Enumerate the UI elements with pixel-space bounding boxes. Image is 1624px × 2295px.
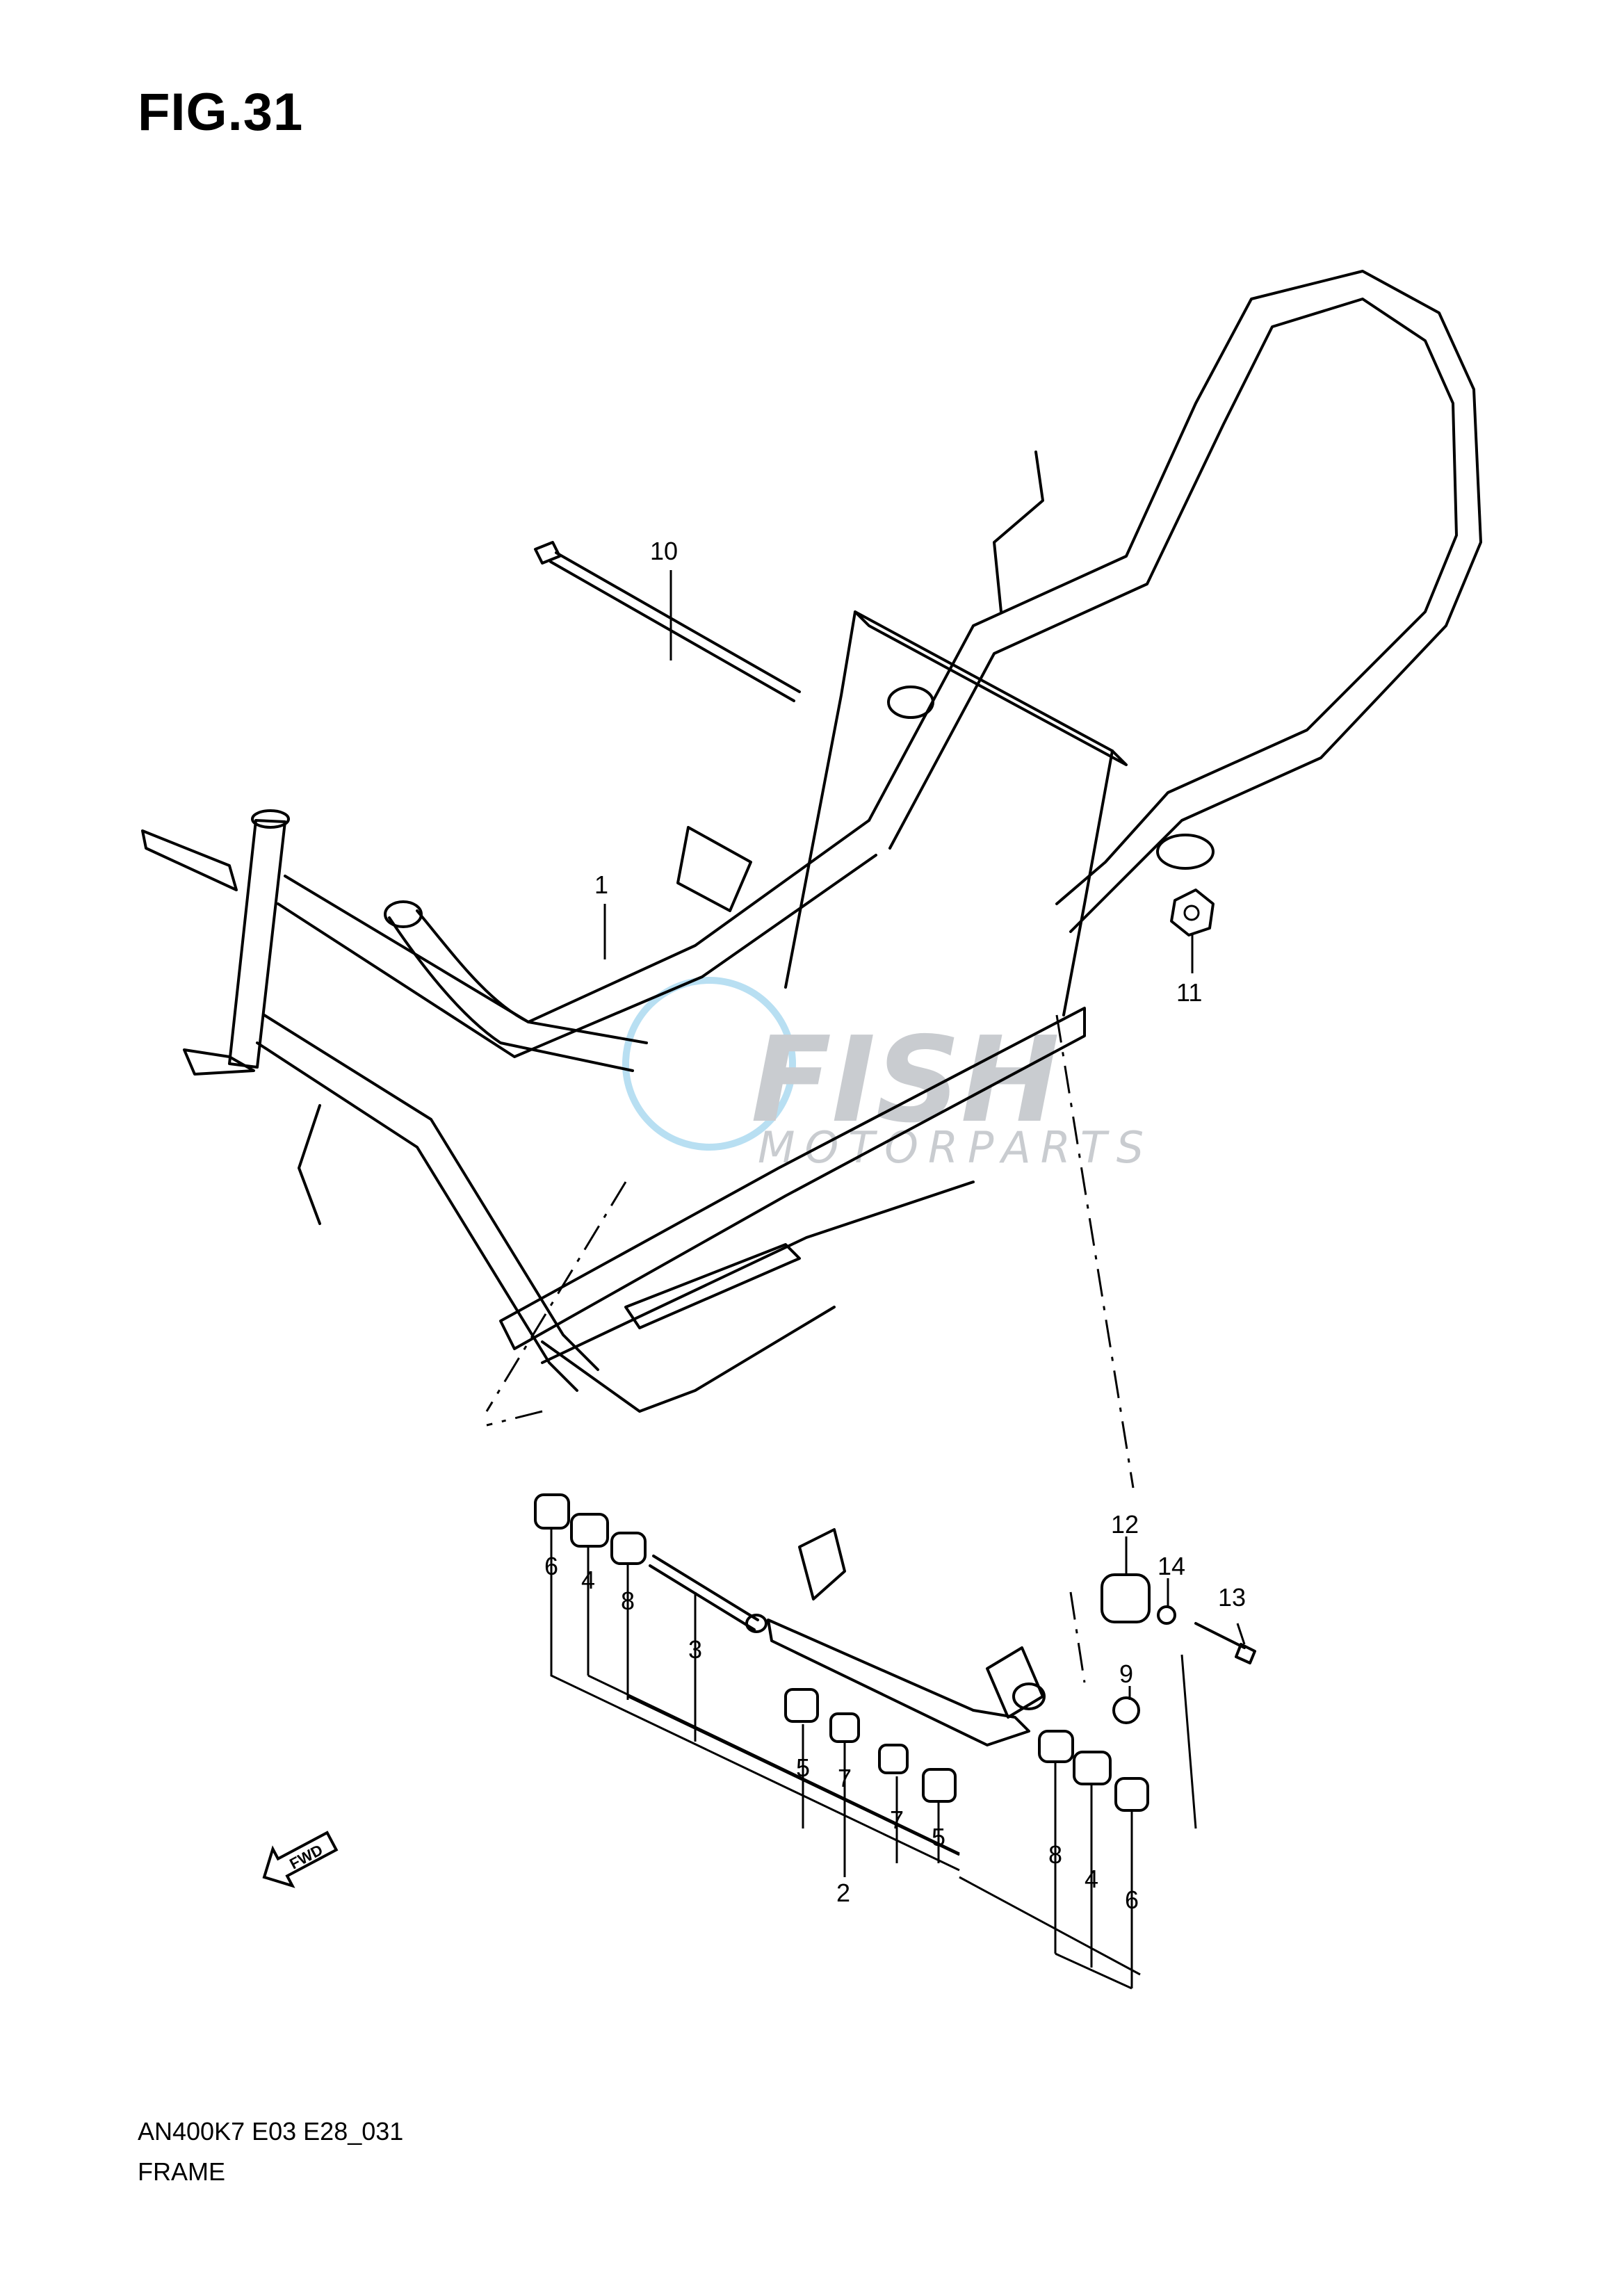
watermark: FISH MOTORPARTS bbox=[622, 977, 1153, 1173]
drawing-name: FRAME bbox=[138, 2157, 225, 2186]
frame-main bbox=[141, 270, 1482, 1413]
leader-13 bbox=[1236, 1623, 1246, 1645]
assembly-line-right bbox=[1055, 1014, 1135, 1489]
bolt-3 bbox=[652, 1555, 759, 1621]
bushing-6-right bbox=[1114, 1777, 1149, 1812]
figure-title: FIG.31 bbox=[138, 83, 304, 142]
down-tube-left-inner bbox=[256, 1041, 578, 1392]
callout-7-right: 7 bbox=[890, 1806, 904, 1834]
bolt-13-head bbox=[1235, 1643, 1256, 1664]
footrest-plate bbox=[624, 1243, 801, 1329]
bolt-3-edge bbox=[649, 1564, 756, 1631]
callout-4-left: 4 bbox=[581, 1566, 595, 1594]
callout-1: 1 bbox=[594, 870, 608, 899]
callout-8-right: 8 bbox=[1048, 1840, 1062, 1869]
tube-end bbox=[384, 900, 423, 928]
bushing-4-right bbox=[1073, 1751, 1112, 1785]
washer-9 bbox=[1112, 1696, 1140, 1724]
front-loop-tube-inner bbox=[416, 909, 648, 1044]
collar-7-left bbox=[829, 1712, 860, 1743]
assembly-line-left-2 bbox=[486, 1410, 543, 1427]
callout-10: 10 bbox=[650, 537, 678, 565]
callout-8-left: 8 bbox=[621, 1587, 635, 1615]
front-loop-tube bbox=[388, 916, 634, 1072]
callout-9: 9 bbox=[1119, 1660, 1133, 1688]
floor-rail-lower bbox=[541, 1181, 975, 1364]
head-tube-top bbox=[251, 809, 290, 829]
bolt-10-shaft bbox=[555, 551, 801, 693]
leader-bus-right bbox=[1055, 1952, 1132, 1990]
bushing-6-left bbox=[534, 1493, 570, 1530]
leader-9-12 bbox=[1180, 1654, 1197, 1829]
fwd-arrow-icon: FWD bbox=[262, 1831, 339, 1888]
upper-mount bbox=[993, 451, 1044, 613]
nut-11 bbox=[1170, 889, 1215, 936]
upper-rail-left bbox=[284, 819, 870, 1023]
callouts: 1 10 11 12 14 13 9 6 4 8 3 5 7 7 5 2 8 4… bbox=[544, 537, 1246, 1914]
callout-13: 13 bbox=[1218, 1583, 1246, 1612]
floor-rail bbox=[499, 1007, 1086, 1350]
watermark-sub: MOTORPARTS bbox=[758, 1122, 1153, 1173]
rear-loop-outer bbox=[868, 270, 1482, 933]
left-bushings bbox=[534, 1493, 768, 1633]
engine-hanger bbox=[298, 1104, 321, 1225]
bolt-13 bbox=[1194, 1622, 1246, 1649]
assembly-lines bbox=[485, 1014, 1135, 1683]
down-tube-left bbox=[263, 1014, 599, 1371]
leader-bus-2 bbox=[959, 1876, 1141, 1976]
sleeve-8-left bbox=[610, 1532, 647, 1565]
tank-mount bbox=[887, 686, 934, 719]
head-tube bbox=[228, 819, 286, 1069]
leader-bus-left bbox=[550, 1662, 960, 1872]
cross-member-top bbox=[854, 610, 1128, 766]
steering-bracket bbox=[141, 829, 238, 891]
drawing-code: AN400K7 E03 E28_031 bbox=[138, 2117, 404, 2146]
callout-11: 11 bbox=[1176, 978, 1202, 1007]
collar-7-right bbox=[878, 1744, 909, 1774]
callout-7-left: 7 bbox=[838, 1764, 852, 1792]
callout-5-right: 5 bbox=[932, 1823, 945, 1851]
center-parts bbox=[784, 1688, 957, 1803]
callout-4-right: 4 bbox=[1085, 1865, 1098, 1893]
nut-11-hole bbox=[1183, 905, 1200, 921]
washer-14 bbox=[1157, 1605, 1176, 1625]
bracket-left-lug bbox=[798, 1528, 846, 1600]
watermark-ring-icon bbox=[622, 977, 796, 1151]
sleeve-8-right bbox=[1038, 1730, 1074, 1763]
bushing-4-left bbox=[570, 1513, 609, 1548]
engine-mount-bracket bbox=[767, 1528, 1046, 1746]
bearing-5-right bbox=[922, 1768, 957, 1803]
callout-3: 3 bbox=[688, 1635, 702, 1664]
footrest-bracket bbox=[541, 1306, 836, 1413]
callout-12: 12 bbox=[1111, 1510, 1139, 1539]
assembly-line-left bbox=[485, 1181, 627, 1412]
callout-5-left: 5 bbox=[796, 1753, 810, 1782]
bearing-5-left bbox=[784, 1688, 819, 1723]
upper-rail-left-inner bbox=[277, 854, 877, 1058]
bolt-10-shaft-edge bbox=[549, 560, 795, 702]
damper-12 bbox=[1101, 1573, 1151, 1623]
leader-bus-left-3 bbox=[627, 1695, 960, 1856]
leader-lines bbox=[550, 570, 1246, 1990]
upper-bracket bbox=[676, 826, 752, 912]
callout-6-left: 6 bbox=[544, 1552, 558, 1580]
bolt-3-end bbox=[745, 1614, 768, 1633]
lower-bracket bbox=[183, 1048, 255, 1076]
callout-14: 14 bbox=[1158, 1552, 1185, 1580]
rear-loop-inner bbox=[888, 298, 1458, 905]
fwd-arrow-shape bbox=[262, 1831, 339, 1888]
bracket-arm bbox=[767, 1619, 1030, 1746]
assembly-line-center bbox=[1069, 1591, 1086, 1683]
nut-11-body bbox=[1170, 889, 1215, 936]
bracket-boss bbox=[1012, 1682, 1046, 1710]
watermark-brand: FISH bbox=[751, 1012, 1059, 1149]
bolt-10 bbox=[534, 541, 801, 702]
callout-6-right: 6 bbox=[1125, 1886, 1139, 1914]
callout-2: 2 bbox=[836, 1879, 850, 1907]
seat-post-left bbox=[784, 610, 856, 989]
seat-post-right bbox=[1062, 749, 1114, 1016]
rear-boss bbox=[1156, 834, 1215, 870]
